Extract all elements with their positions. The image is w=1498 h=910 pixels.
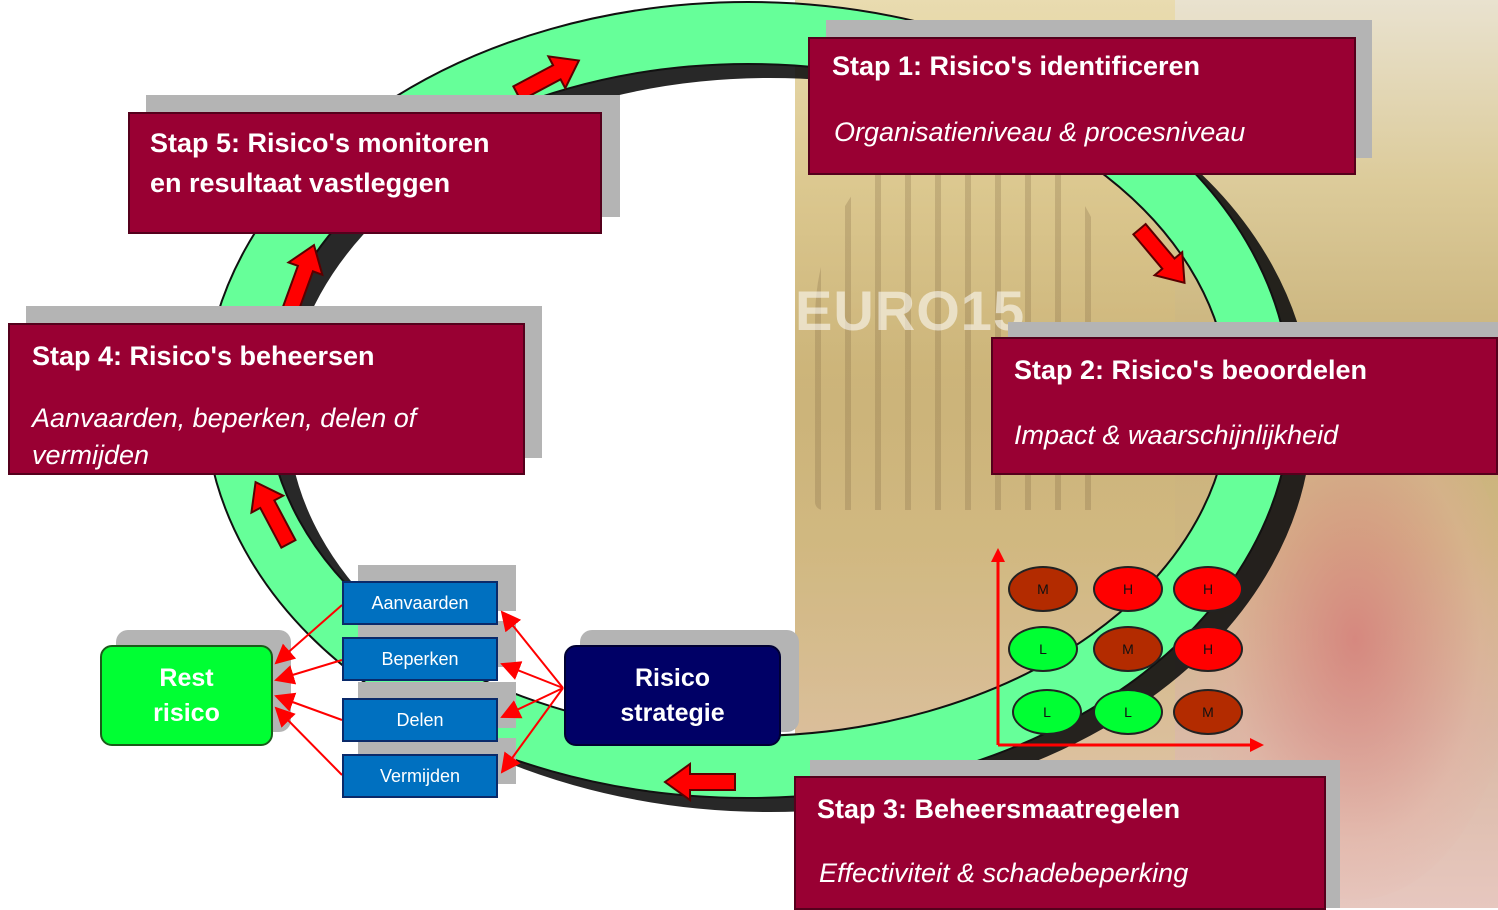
rest-risk-box: Rest risico bbox=[100, 645, 273, 746]
cycle-arrow-bottom bbox=[663, 762, 736, 802]
matrix-cell-r2c1: L bbox=[1008, 626, 1078, 672]
step1-box: Stap 1: Risico's identificeren Organisat… bbox=[808, 37, 1356, 175]
strategy-line2: strategie bbox=[620, 698, 725, 727]
option-beperken: Beperken bbox=[342, 637, 498, 681]
step4-subtitle: Aanvaarden, beperken, delen of vermijden bbox=[32, 403, 417, 470]
cycle-arrow-left-lower bbox=[250, 480, 297, 550]
strategy-box: Risico strategie bbox=[564, 645, 781, 746]
step2-box: Stap 2: Risico's beoordelen Impact & waa… bbox=[991, 337, 1498, 475]
buoy-lettering: EURO15 bbox=[795, 279, 1026, 342]
step5-box: Stap 5: Risico's monitoren en resultaat … bbox=[128, 112, 602, 234]
step5-title-line2: en resultaat vastleggen bbox=[150, 168, 451, 198]
step5-title-line1: Stap 5: Risico's monitoren bbox=[150, 128, 490, 158]
step4-box: Stap 4: Risico's beheersen Aanvaarden, b… bbox=[8, 323, 525, 475]
option-aanvaarden: Aanvaarden bbox=[342, 581, 498, 625]
step2-subtitle: Impact & waarschijnlijkheid bbox=[1014, 420, 1339, 450]
step1-title: Stap 1: Risico's identificeren bbox=[832, 51, 1201, 81]
strategy-line1: Risico bbox=[634, 663, 711, 692]
matrix-cell-r3c3: M bbox=[1173, 689, 1243, 735]
option-vermijden: Vermijden bbox=[342, 754, 498, 798]
rest-risk-line1: Rest bbox=[159, 663, 214, 692]
step1-subtitle: Organisatieniveau & procesniveau bbox=[834, 117, 1246, 147]
step3-box: Stap 3: Beheersmaatregelen Effectiviteit… bbox=[794, 776, 1326, 910]
step2-title: Stap 2: Risico's beoordelen bbox=[1014, 355, 1368, 385]
matrix-cell-r1c1: M bbox=[1008, 566, 1078, 612]
matrix-cell-r3c1: L bbox=[1012, 689, 1082, 735]
matrix-cell-r2c3: H bbox=[1173, 626, 1243, 672]
cycle-arrow-right bbox=[1131, 222, 1186, 285]
matrix-cell-r2c2: M bbox=[1093, 626, 1163, 672]
step3-subtitle: Effectiviteit & schadebeperking bbox=[819, 858, 1189, 888]
rest-risk-line2: risico bbox=[153, 698, 220, 727]
option-delen: Delen bbox=[342, 698, 498, 742]
matrix-cell-r3c2: L bbox=[1093, 689, 1163, 735]
matrix-cell-r1c2: H bbox=[1093, 566, 1163, 612]
step4-title: Stap 4: Risico's beheersen bbox=[32, 341, 375, 371]
step3-title: Stap 3: Beheersmaatregelen bbox=[817, 794, 1181, 824]
matrix-cell-r1c3: H bbox=[1173, 566, 1243, 612]
